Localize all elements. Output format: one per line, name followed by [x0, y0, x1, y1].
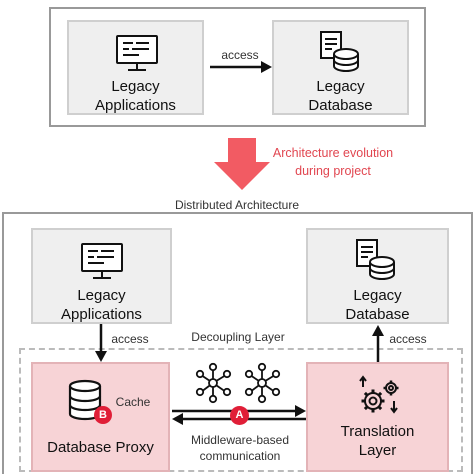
- evolution-line2: during project: [295, 164, 371, 178]
- badge-b: B: [94, 406, 112, 424]
- translation-layer-box: Translation Layer: [306, 362, 449, 472]
- decoupling-layer-region: [19, 348, 463, 472]
- distributed-access-right-label: access: [389, 332, 427, 346]
- database-proxy-box: B Cache Database Proxy: [31, 362, 170, 472]
- legacy-database-line2: Database: [308, 97, 373, 114]
- distributed-legacy-applications-label: Legacy Applications: [33, 286, 170, 324]
- legacy-applications-line1: Legacy: [111, 78, 160, 95]
- distributed-access-left-label: access: [111, 332, 149, 346]
- legacy-database-label: Legacy Database: [274, 77, 407, 115]
- middleware-line2: communication: [199, 449, 281, 463]
- legacy-applications-label: Legacy Applications: [69, 77, 202, 115]
- distributed-legacy-applications-line1: Legacy: [77, 287, 126, 304]
- network-graph-icon: [244, 362, 281, 404]
- middleware-line1: Middleware-based: [190, 433, 290, 447]
- distributed-legacy-applications-box: Legacy Applications: [31, 228, 172, 324]
- legacy-database-line1: Legacy: [316, 78, 365, 95]
- monitor-icon: [81, 243, 123, 279]
- decoupling-layer-label: Decoupling Layer: [191, 330, 285, 344]
- database-icon: [356, 239, 395, 280]
- network-graph-icon: [195, 362, 232, 404]
- gears-icon: [359, 375, 399, 414]
- translation-layer-label: Translation Layer: [308, 422, 447, 460]
- legacy-applications-box: Legacy Applications: [67, 20, 204, 115]
- distributed-legacy-database-box: Legacy Database: [306, 228, 449, 324]
- distributed-legacy-database-line1: Legacy: [353, 287, 402, 304]
- cache-label: Cache: [115, 395, 151, 409]
- legacy-applications-line2: Applications: [95, 97, 176, 114]
- top-access-label: access: [221, 48, 259, 62]
- access-up-arrow: [372, 325, 384, 362]
- legacy-database-box: Legacy Database: [272, 20, 409, 115]
- distributed-legacy-database-label: Legacy Database: [308, 286, 447, 324]
- translation-line1: Translation: [340, 423, 415, 440]
- badge-a: A: [230, 406, 249, 425]
- translation-line2: Layer: [358, 442, 397, 459]
- evolution-line1: Architecture evolution: [272, 146, 394, 160]
- middleware-communication-label: Middleware-based communication: [178, 432, 302, 464]
- architecture-evolution-arrow: [214, 138, 270, 190]
- distributed-legacy-applications-line2: Applications: [61, 306, 142, 323]
- distributed-legacy-database-line2: Database: [345, 306, 410, 323]
- distributed-architecture-title: Distributed Architecture: [174, 198, 300, 212]
- access-down-arrow: [95, 324, 107, 362]
- top-access-arrow: [210, 61, 272, 73]
- architecture-evolution-label: Architecture evolution during project: [262, 144, 404, 180]
- monitor-icon: [116, 35, 158, 71]
- database-proxy-label: Database Proxy: [47, 439, 154, 456]
- database-icon: [320, 31, 359, 72]
